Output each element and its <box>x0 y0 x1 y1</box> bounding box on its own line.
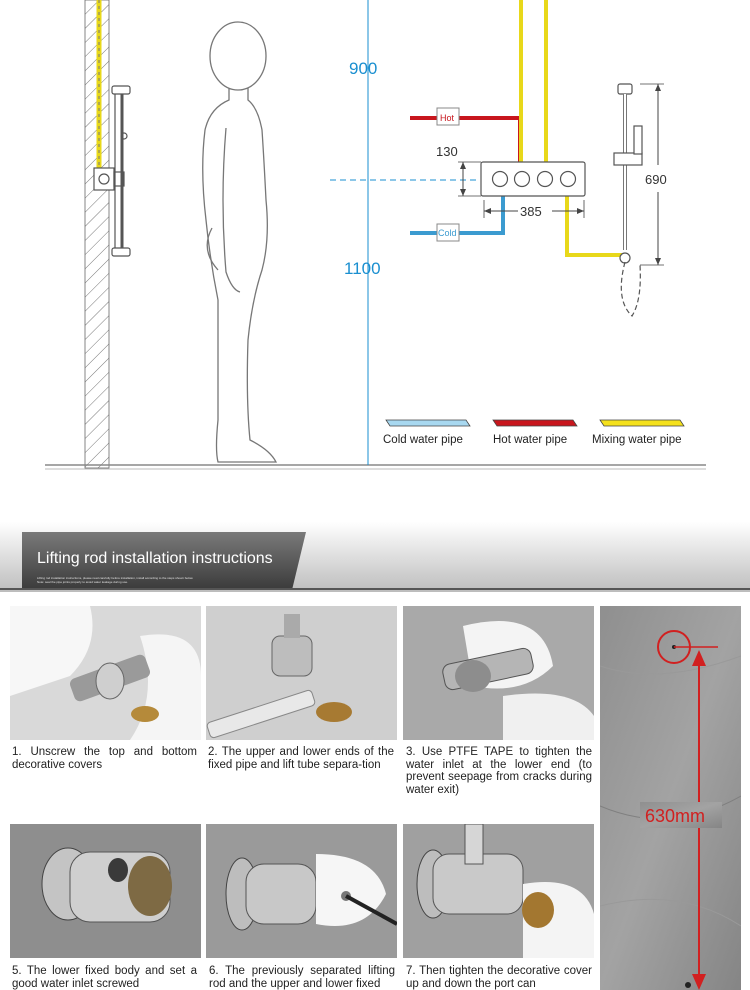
banner-title: Lifting rod installation instructions <box>37 550 273 567</box>
front-slide-bar <box>613 83 643 264</box>
step-caption-1: 1. Unscrew the top and bottom decorative… <box>12 746 197 771</box>
step-photo-7 <box>403 824 594 958</box>
step-photo-2 <box>206 606 397 740</box>
step-photo-5 <box>10 824 201 958</box>
legend-label-cold: Cold water pipe <box>383 434 463 446</box>
dim-690-label: 690 <box>645 172 667 187</box>
step-caption-3: 3. Use PTFE TAPE to tighten the water in… <box>406 746 592 796</box>
human-figure <box>202 21 278 463</box>
legend-label-mix: Mixing water pipe <box>592 434 682 446</box>
step-photo-3 <box>403 606 594 740</box>
shower-hose <box>620 261 641 317</box>
dim-900-label: 900 <box>349 59 377 78</box>
step-caption-2: 2. The upper and lower ends of the fixed… <box>208 746 394 771</box>
cold-tag-label: Cold <box>438 228 457 238</box>
hot-pipe <box>410 116 522 162</box>
mixing-pipe <box>565 196 622 257</box>
hot-tag <box>436 107 460 126</box>
installation-diagram: Hot Cold 130 385 690 <box>45 0 706 470</box>
legend-swatch-hot <box>492 419 578 427</box>
step-caption-6: 6. The previously separated lifting rod … <box>209 965 395 990</box>
thermostatic-valve <box>480 161 586 197</box>
legend-label-hot: Hot water pipe <box>493 434 568 446</box>
dim-1100-label: 1100 <box>344 259 381 278</box>
step-caption-7: 7. Then tighten the decorative cover up … <box>406 965 592 990</box>
dim-385-label: 385 <box>520 204 542 219</box>
banner-fine-print: Note: seal the pipe joints properly to a… <box>37 580 129 584</box>
legend-swatch-mix <box>599 419 685 427</box>
measure-label: 630mm <box>645 806 706 826</box>
hot-tag-label: Hot <box>440 113 455 123</box>
step-caption-5: 5. The lower fixed body and set a good w… <box>12 965 197 990</box>
step-photo-1 <box>10 606 201 740</box>
dim-130-label: 130 <box>436 144 458 159</box>
side-slide-bar <box>93 85 131 257</box>
legend-swatch-cold <box>385 419 471 427</box>
section-banner <box>0 522 750 592</box>
cold-tag <box>436 223 460 242</box>
step-photo-6 <box>206 824 397 958</box>
banner-fine-print: Lifting rod installation instructions, p… <box>37 576 194 580</box>
wall-measure-photo <box>600 606 741 990</box>
